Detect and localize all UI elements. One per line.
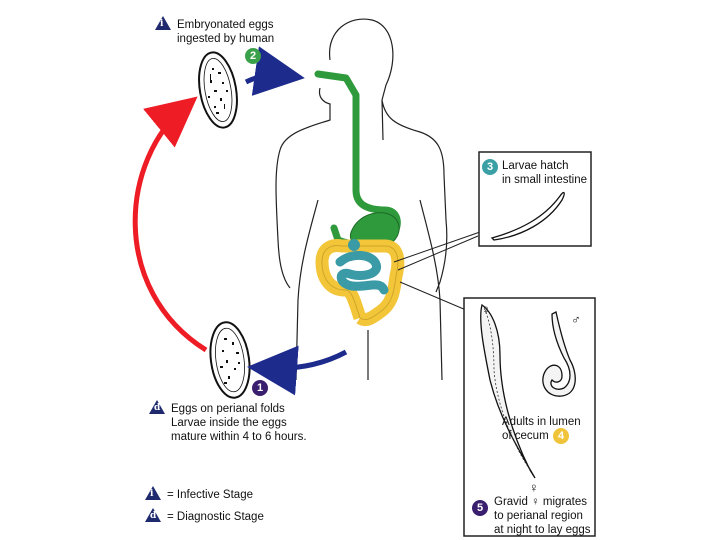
step5-line3: at night to lay eggs (494, 524, 591, 536)
small-intestine (335, 251, 389, 295)
step5-number-badge: 5 (472, 500, 488, 516)
male-symbol: ♂ (571, 312, 581, 327)
male-worm (542, 311, 576, 397)
arrow-perianal-to-egg (247, 345, 348, 396)
larva-drawing (490, 191, 565, 241)
legend-infective-letter: i (150, 489, 154, 499)
larva-box (478, 151, 592, 247)
callout-line-cecum (399, 281, 467, 311)
legend-infective-text: = Infective Stage (167, 489, 253, 501)
step1-line2: Larvae inside the eggs (171, 417, 287, 429)
step2-title: Embryonated eggs (177, 19, 274, 31)
diagnostic-stage-marker: d (149, 400, 165, 414)
legend-diagnostic-text: = Diagnostic Stage (167, 511, 264, 523)
step3-title: Larvae hatch (502, 160, 569, 172)
step4-line2: of cecum (502, 430, 549, 442)
step5-line2: to perianal region (494, 510, 583, 522)
female-worm (480, 303, 536, 479)
small-intestine-segment (348, 239, 360, 251)
step1-number-badge: 1 (252, 380, 268, 396)
legend-infective-marker: i (145, 486, 161, 500)
arrow-egg-to-mouth (244, 46, 305, 96)
callout-line-small-intestine (393, 231, 481, 263)
embryonated-egg (198, 51, 238, 129)
infective-stage-marker: i (155, 16, 171, 30)
legend-diagnostic-marker: d (145, 508, 161, 522)
female-symbol: ♀ (481, 302, 491, 317)
step1-title: Eggs on perianal folds (171, 403, 285, 415)
arrow-cycle-return (132, 96, 208, 353)
step3-number-badge: 3 (482, 159, 498, 175)
perianal-egg (209, 321, 251, 399)
human-body-outline (275, 18, 448, 381)
step5-line1: Gravid ♀ migrates (494, 496, 587, 508)
step4-line1: Adults in lumen (502, 416, 581, 428)
female-tail-symbol: ♀ (529, 480, 539, 495)
step1-line3: mature within 4 to 6 hours. (171, 431, 307, 443)
diagnostic-marker-letter: d (154, 403, 161, 413)
legend-diagnostic-letter: d (150, 511, 157, 521)
step2-number-badge: 2 (245, 48, 261, 64)
infective-marker-letter: i (160, 19, 164, 29)
step2-line2: ingested by human (177, 33, 275, 45)
step3-line2: in small intestine (502, 174, 588, 186)
callout-line-small-intestine-2 (397, 235, 479, 271)
step4-number-badge: 4 (553, 428, 569, 444)
